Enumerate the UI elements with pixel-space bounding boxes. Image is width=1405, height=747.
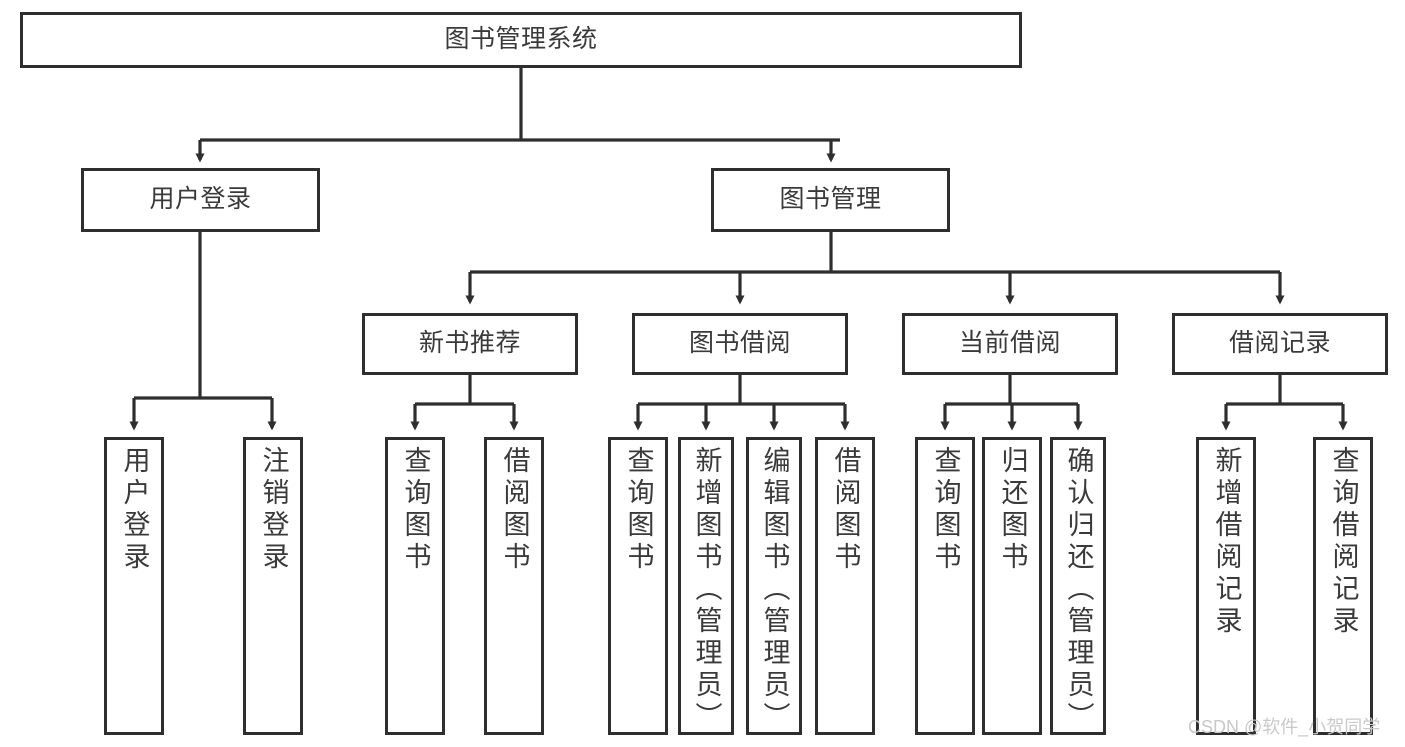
node-leaf-user-login[interactable]: 用户登录 (104, 437, 164, 735)
watermark: CSDN @软件_小贺同学 (1188, 717, 1381, 737)
node-new-book-rec-label: 新书推荐 (418, 329, 521, 358)
node-leaf-add-book[interactable]: 新增图书（管理员） (678, 437, 734, 735)
node-borrow-record[interactable]: 借阅记录 (1172, 313, 1388, 375)
node-root-label: 图书管理系统 (444, 25, 598, 54)
node-leaf-query-book-1[interactable]: 查询图书 (385, 437, 445, 735)
node-leaf-borrow-book-1-label: 借阅图书 (499, 446, 530, 574)
node-leaf-add-book-label: 新增图书（管理员） (691, 446, 722, 734)
node-leaf-query-record-label: 查询借阅记录 (1328, 446, 1359, 638)
node-leaf-query-book-2-label: 查询图书 (623, 446, 654, 574)
node-leaf-query-book-2[interactable]: 查询图书 (608, 437, 668, 735)
node-leaf-query-book-1-label: 查询图书 (400, 446, 431, 574)
node-leaf-logout-label: 注销登录 (258, 446, 289, 574)
node-borrow-record-label: 借阅记录 (1228, 329, 1331, 358)
node-user-login[interactable]: 用户登录 (81, 168, 320, 232)
node-book-manage[interactable]: 图书管理 (711, 168, 950, 232)
node-user-login-label: 用户登录 (149, 185, 252, 214)
node-leaf-borrow-book-1[interactable]: 借阅图书 (484, 437, 544, 735)
node-leaf-confirm-return-label: 确认归还（管理员） (1063, 446, 1094, 734)
node-leaf-query-book-3[interactable]: 查询图书 (915, 437, 975, 735)
node-root[interactable]: 图书管理系统 (20, 12, 1022, 68)
node-leaf-borrow-book-2-label: 借阅图书 (830, 446, 861, 574)
node-leaf-return-book[interactable]: 归还图书 (982, 437, 1042, 735)
node-leaf-logout[interactable]: 注销登录 (243, 437, 303, 735)
node-new-book-rec[interactable]: 新书推荐 (362, 313, 578, 375)
node-leaf-edit-book-label: 编辑图书（管理员） (759, 446, 790, 734)
node-leaf-edit-book[interactable]: 编辑图书（管理员） (746, 437, 802, 735)
node-leaf-query-record[interactable]: 查询借阅记录 (1313, 437, 1373, 735)
node-book-manage-label: 图书管理 (779, 185, 882, 214)
node-book-borrow[interactable]: 图书借阅 (632, 313, 848, 375)
node-current-borrow[interactable]: 当前借阅 (902, 313, 1118, 375)
node-leaf-user-login-label: 用户登录 (119, 446, 150, 574)
node-book-borrow-label: 图书借阅 (688, 329, 791, 358)
node-leaf-borrow-book-2[interactable]: 借阅图书 (815, 437, 875, 735)
node-leaf-confirm-return[interactable]: 确认归还（管理员） (1050, 437, 1106, 735)
node-leaf-add-record[interactable]: 新增借阅记录 (1196, 437, 1256, 735)
node-leaf-return-book-label: 归还图书 (997, 446, 1028, 574)
node-leaf-add-record-label: 新增借阅记录 (1211, 446, 1242, 638)
node-current-borrow-label: 当前借阅 (958, 329, 1061, 358)
node-leaf-query-book-3-label: 查询图书 (930, 446, 961, 574)
